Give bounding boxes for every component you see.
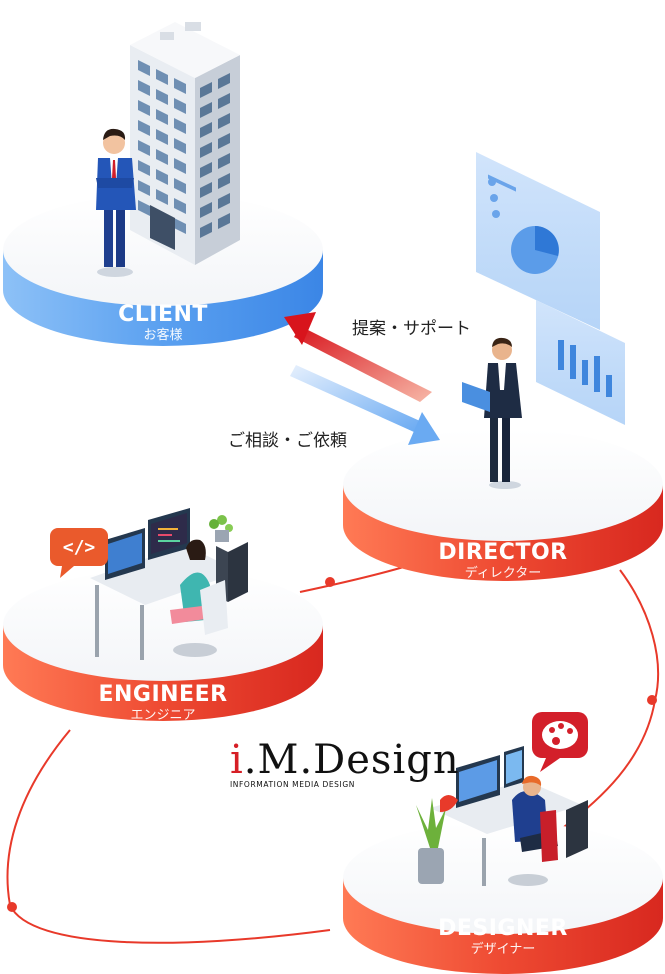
loop-dot-3	[7, 902, 17, 912]
logo-tagline: INFORMATION MEDIA DESIGN	[230, 780, 355, 789]
logo-wordmark: i.M.Design	[230, 737, 459, 783]
director-person	[462, 337, 522, 489]
director-label: DIRECTOR ディレクター	[413, 540, 593, 582]
proposal-support-label: 提案・サポート	[352, 319, 471, 339]
engineer-platform	[3, 569, 323, 721]
loop-dot-1	[325, 577, 335, 587]
dashboard-panels	[476, 152, 625, 425]
director-title: DIRECTOR	[438, 540, 568, 565]
engineer-label: ENGINEER エンジニア	[73, 682, 253, 724]
client-title: CLIENT	[118, 302, 208, 327]
request-arrow	[290, 365, 440, 445]
client-person	[96, 128, 136, 277]
consultation-request-label: ご相談・ご依頼	[228, 431, 347, 451]
client-platform	[3, 194, 323, 346]
logo-mark-rest: .M.Design	[243, 737, 460, 783]
engineer-title: ENGINEER	[98, 682, 228, 707]
proposal-arrow	[284, 312, 432, 402]
logo-mark-i: i	[230, 737, 244, 783]
engineer-workstation	[90, 508, 248, 660]
designer-title: DESIGNER	[438, 916, 568, 941]
code-bubble-icon: </>	[50, 528, 108, 578]
loop-dot-2	[647, 695, 657, 705]
palette-bubble-icon	[532, 712, 588, 772]
office-building	[130, 22, 240, 265]
client-subtitle: お客様	[143, 328, 183, 343]
designer-workstation	[416, 746, 588, 886]
engineer-subtitle: エンジニア	[130, 708, 196, 723]
designer-label: DESIGNER デザイナー	[413, 916, 593, 958]
imdesign-logo: i.M.Design INFORMATION MEDIA DESIGN	[230, 737, 459, 798]
director-subtitle: ディレクター	[464, 566, 542, 581]
client-label: CLIENT お客様	[83, 302, 243, 344]
designer-subtitle: デザイナー	[470, 942, 536, 957]
code-bubble-text: </>	[63, 537, 96, 558]
